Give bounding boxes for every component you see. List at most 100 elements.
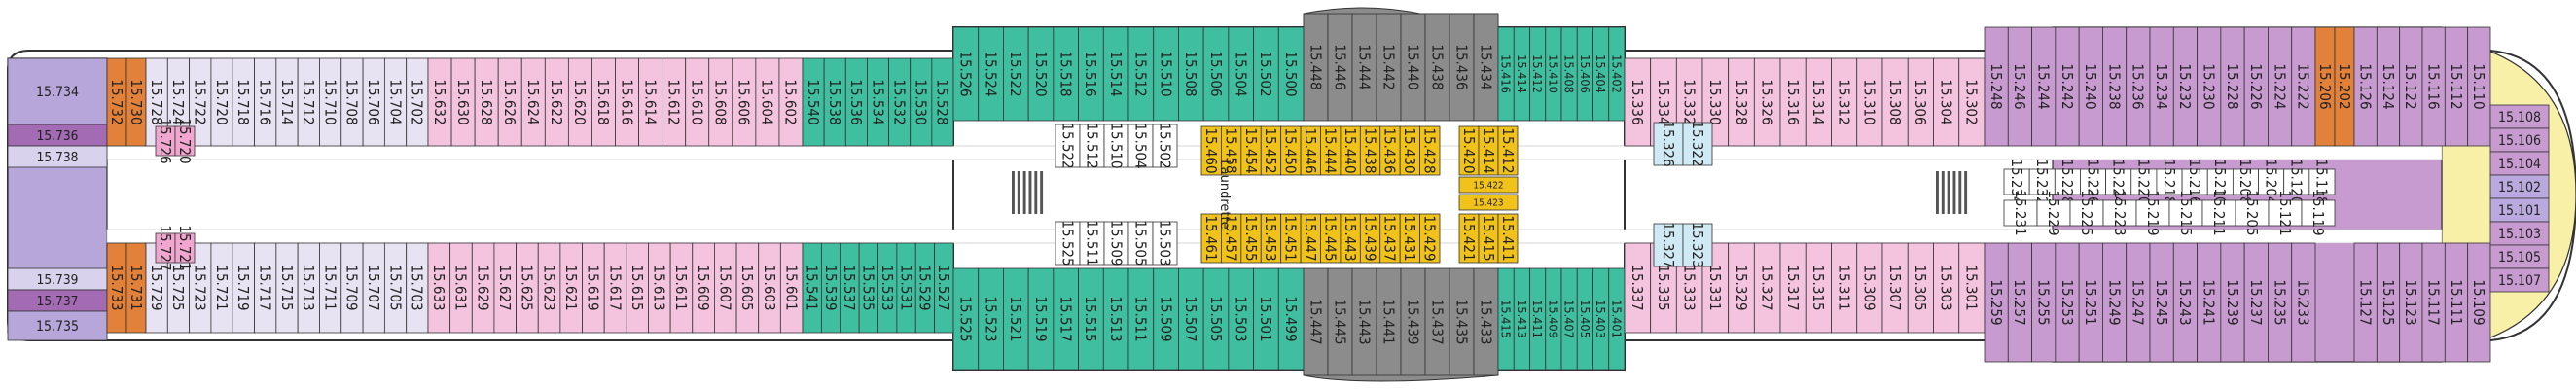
cabin-15-110[interactable]: 15.110 [2467, 26, 2491, 147]
cabin-15-327[interactable]: 15.327 [1653, 222, 1684, 268]
cabin-15-606[interactable]: 15.606 [732, 57, 757, 147]
cabin-15-249[interactable]: 15.249 [2102, 242, 2128, 363]
cabin-15-711[interactable]: 15.711 [319, 242, 342, 334]
cabin-15-224[interactable]: 15.224 [2105, 159, 2132, 205]
cabin-15-317[interactable]: 15.317 [1779, 242, 1807, 334]
cabin-15-612[interactable]: 15.612 [662, 57, 687, 147]
cabin-15-238[interactable]: 15.238 [2102, 26, 2128, 147]
cabin-15-735[interactable]: 15.735 [7, 310, 108, 341]
cabin-15-412[interactable]: 15.412 [1529, 26, 1547, 122]
cabin-15-329[interactable]: 15.329 [1728, 242, 1755, 334]
cabin-15-224[interactable]: 15.224 [2268, 26, 2293, 147]
cabin-15-101[interactable]: 15.101 [2489, 197, 2550, 223]
cabin-15-106[interactable]: 15.106 [2489, 127, 2550, 153]
cabin-15-420[interactable]: 15.420 [1458, 125, 1480, 176]
cabin-15-533[interactable]: 15.533 [877, 242, 898, 334]
cabin-15-422[interactable]: 15.422 [1458, 176, 1519, 194]
cabin-15-707[interactable]: 15.707 [362, 242, 385, 334]
cabin-15-627[interactable]: 15.627 [493, 242, 517, 334]
cabin-15-513[interactable]: 15.513 [1102, 267, 1129, 371]
cabin-15-326[interactable]: 15.326 [1753, 57, 1781, 147]
cabin-15-532[interactable]: 15.532 [888, 57, 912, 147]
cabin-15-713[interactable]: 15.713 [297, 242, 320, 334]
cabin-15-622[interactable]: 15.622 [544, 57, 569, 147]
cabin-15-234[interactable]: 15.234 [2149, 26, 2174, 147]
cabin-15-245[interactable]: 15.245 [2149, 242, 2174, 363]
cabin-15-510[interactable]: 15.510 [1103, 123, 1129, 169]
cabin-15-737[interactable]: 15.737 [7, 289, 108, 312]
cabin-15-322[interactable]: 15.322 [1682, 121, 1713, 167]
cabin-15-534[interactable]: 15.534 [867, 57, 889, 147]
cabin-15-229[interactable]: 15.229 [2036, 190, 2071, 236]
cabin-15-519[interactable]: 15.519 [1027, 267, 1055, 371]
cabin-15-615[interactable]: 15.615 [626, 242, 649, 334]
cabin-15-621[interactable]: 15.621 [559, 242, 583, 334]
cabin-15-454[interactable]: 15.454 [1240, 125, 1262, 176]
cabin-15-219[interactable]: 15.219 [2135, 190, 2170, 236]
cabin-15-117[interactable]: 15.117 [2421, 242, 2446, 363]
cabin-15-442[interactable]: 15.442 [1376, 13, 1402, 122]
cabin-15-524[interactable]: 15.524 [978, 26, 1004, 122]
cabin-15-540[interactable]: 15.540 [802, 57, 825, 147]
cabin-15-232[interactable]: 15.232 [2172, 26, 2198, 147]
cabin-15-409[interactable]: 15.409 [1545, 267, 1562, 371]
cabin-15-304[interactable]: 15.304 [1933, 57, 1960, 147]
cabin-15-611[interactable]: 15.611 [669, 242, 694, 334]
cabin-15-607[interactable]: 15.607 [714, 242, 737, 334]
cabin-15-235[interactable]: 15.235 [2268, 242, 2293, 363]
cabin-15-259[interactable]: 15.259 [1984, 242, 2009, 363]
cabin-15-620[interactable]: 15.620 [567, 57, 592, 147]
cabin-15-124[interactable]: 15.124 [2376, 26, 2401, 147]
cabin-15-452[interactable]: 15.452 [1260, 125, 1282, 176]
cabin-15-126[interactable]: 15.126 [2353, 26, 2378, 147]
cabin-15-223[interactable]: 15.223 [2102, 190, 2137, 236]
cabin-15-436[interactable]: 15.436 [1449, 13, 1475, 122]
cabin-15-439[interactable]: 15.439 [1359, 213, 1381, 264]
cabin-15-630[interactable]: 15.630 [450, 57, 476, 147]
cabin-15-716[interactable]: 15.716 [254, 57, 277, 147]
cabin-15-228[interactable]: 15.228 [2054, 159, 2081, 205]
cabin-15-446[interactable]: 15.446 [1300, 125, 1321, 176]
cabin-15-626[interactable]: 15.626 [497, 57, 522, 147]
cabin-15-537[interactable]: 15.537 [840, 242, 860, 334]
cabin-15-455[interactable]: 15.455 [1240, 213, 1262, 264]
cabin-15-718[interactable]: 15.718 [232, 57, 255, 147]
cabin-15-443[interactable]: 15.443 [1351, 267, 1377, 376]
cabin-15-614[interactable]: 15.614 [638, 57, 663, 147]
cabin-15-733[interactable]: 15.733 [106, 242, 127, 334]
cabin-15-439[interactable]: 15.439 [1400, 267, 1426, 376]
cabin-15-722[interactable]: 15.722 [189, 57, 212, 147]
cabin-15-512[interactable]: 15.512 [1127, 26, 1155, 122]
cabin-15-116[interactable]: 15.116 [2421, 26, 2446, 147]
cabin-15-731[interactable]: 15.731 [125, 242, 147, 334]
cabin-15-721[interactable]: 15.721 [210, 242, 233, 334]
cabin-15-541[interactable]: 15.541 [802, 242, 822, 334]
cabin-15-327[interactable]: 15.327 [1753, 242, 1781, 334]
cabin-15-105[interactable]: 15.105 [2489, 244, 2550, 269]
cabin-15-232[interactable]: 15.232 [2028, 159, 2056, 205]
cabin-15-734[interactable]: 15.734 [7, 57, 108, 125]
cabin-15-302[interactable]: 15.302 [1958, 57, 1986, 147]
cabin-15-411[interactable]: 15.411 [1529, 267, 1547, 371]
cabin-15-240[interactable]: 15.240 [2078, 26, 2103, 147]
cabin-15-624[interactable]: 15.624 [520, 57, 546, 147]
cabin-15-704[interactable]: 15.704 [383, 57, 408, 147]
cabin-15-307[interactable]: 15.307 [1881, 242, 1909, 334]
cabin-15-407[interactable]: 15.407 [1560, 267, 1578, 371]
cabin-15-255[interactable]: 15.255 [2031, 242, 2057, 363]
cabin-15-617[interactable]: 15.617 [603, 242, 627, 334]
cabin-15-522[interactable]: 15.522 [1003, 26, 1029, 122]
cabin-15-410[interactable]: 15.410 [1545, 26, 1562, 122]
cabin-15-403[interactable]: 15.403 [1592, 267, 1610, 371]
cabin-15-231[interactable]: 15.231 [2003, 190, 2038, 236]
cabin-15-499[interactable]: 15.499 [1277, 267, 1305, 371]
cabin-15-301[interactable]: 15.301 [1958, 242, 1986, 334]
cabin-15-525[interactable]: 15.525 [1055, 220, 1081, 266]
cabin-15-435[interactable]: 15.435 [1449, 267, 1475, 376]
cabin-15-461[interactable]: 15.461 [1200, 213, 1222, 264]
cabin-15-505[interactable]: 15.505 [1202, 267, 1230, 371]
cabin-15-602[interactable]: 15.602 [778, 57, 804, 147]
cabin-15-536[interactable]: 15.536 [844, 57, 868, 147]
cabin-15-729[interactable]: 15.729 [145, 242, 168, 334]
cabin-15-104[interactable]: 15.104 [2489, 151, 2550, 176]
